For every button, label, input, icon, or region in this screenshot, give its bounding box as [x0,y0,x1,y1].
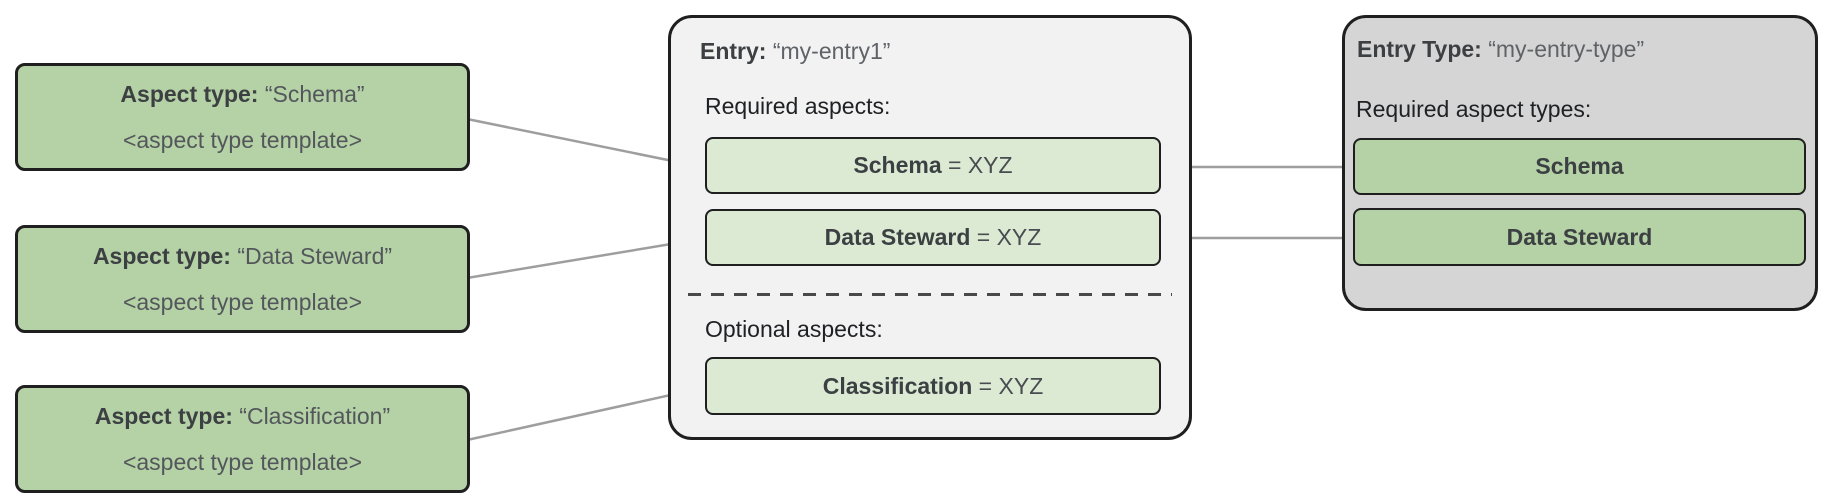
aspect-type-row-data-steward: Data Steward [1353,208,1806,266]
entry-type-title: Entry Type: “my-entry-type” [1357,35,1644,63]
aspect-value: = XYZ [941,152,1013,178]
aspect-value: = XYZ [972,372,1044,399]
required-aspect-row-schema: Schema = XYZ [705,137,1161,194]
entry-type-box: Entry Type: “my-entry-type” Required asp… [1342,15,1818,311]
entry-box: Entry: “my-entry1” Required aspects: Sch… [668,15,1192,440]
aspect-type-template: <aspect type template> [122,289,363,315]
aspect-type-title: Aspect type: “Data Steward” [93,241,392,271]
aspect-type-box-data-steward: Aspect type: “Data Steward” <aspect type… [15,225,470,333]
aspect-type-template: <aspect type template> [122,127,363,153]
required-aspect-row-data-steward: Data Steward = XYZ [705,209,1161,266]
aspect-type-name: “Data Steward” [237,243,393,269]
aspect-type-row-schema: Schema [1353,138,1806,195]
entry-title: Entry: “my-entry1” [700,37,890,65]
required-aspects-label: Required aspects: [705,93,891,119]
aspect-name: Schema [853,152,942,178]
dashed-divider [688,293,1172,296]
optional-aspect-row-classification: Classification = XYZ [705,357,1161,415]
entry-title-label: Entry: [700,38,767,64]
aspect-type-name: “Schema” [264,81,365,107]
aspect-type-box-classification: Aspect type: “Classification” <aspect ty… [15,385,470,493]
aspect-value: = XYZ [970,224,1042,250]
aspect-type-box-schema: Aspect type: “Schema” <aspect type templ… [15,63,470,171]
entry-title-value: “my-entry1” [772,38,891,64]
aspect-type-name: “Classification” [239,403,391,429]
aspect-type-label: Aspect type: [92,243,231,269]
required-aspect-types-label: Required aspect types: [1356,96,1592,122]
optional-aspects-label: Optional aspects: [705,316,883,342]
aspect-type-title: Aspect type: “Schema” [120,79,364,109]
entry-type-title-label: Entry Type: [1357,36,1482,62]
entry-type-title-value: “my-entry-type” [1488,36,1645,62]
aspect-type-name: Data Steward [1506,223,1653,250]
aspect-name: Data Steward [824,224,971,250]
aspect-type-name: Schema [1535,153,1624,179]
aspect-type-title: Aspect type: “Classification” [95,401,390,431]
aspect-type-label: Aspect type: [94,403,233,429]
aspect-name: Classification [822,372,973,399]
aspect-type-label: Aspect type: [120,81,259,107]
aspect-type-template: <aspect type template> [122,449,363,475]
